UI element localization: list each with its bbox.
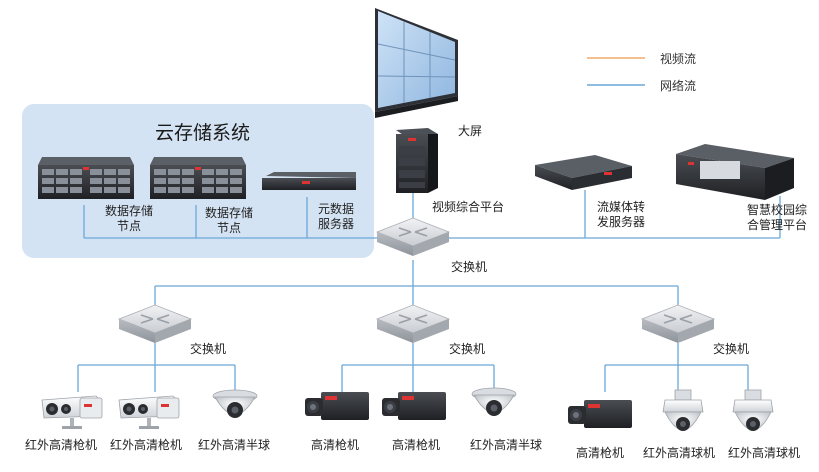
branch-1-camera-3-label: 红外高清半球: [197, 438, 270, 452]
core-switch-icon: [376, 217, 450, 257]
core-switch-label: 交换机: [451, 260, 488, 274]
branch-2-camera-2-icon: [382, 392, 446, 420]
branch-2-camera-1-label: 高清枪机: [310, 438, 359, 452]
branch-3-camera-3-label: 红外高清球机: [727, 446, 800, 460]
branch-1-camera-1-label: 红外高清枪机: [24, 438, 97, 452]
video-platform-device: [396, 128, 438, 193]
storage-node-1-device: [38, 157, 134, 199]
branch-3-switch-icon: [641, 304, 715, 344]
storage-node-1-label: 数据存储节点: [104, 204, 153, 233]
branch-2-switch-icon: [376, 304, 450, 344]
branch-3-camera-1-icon: [568, 400, 632, 428]
branch-2-camera-3-label: 红外高清半球: [469, 438, 542, 452]
streaming-server-device: [535, 155, 632, 190]
branch-3-camera-2-icon: [662, 389, 704, 432]
video-platform-label: 视频综合平台: [432, 200, 505, 214]
metadata-server-device: [262, 172, 356, 190]
branch-2-camera-1-icon: [305, 392, 369, 420]
campus-platform-device: [676, 144, 794, 200]
branch-1-switch-icon: [118, 304, 192, 344]
branch-2-camera-2-label: 高清枪机: [391, 438, 440, 452]
legend-video-label: 视频流: [660, 52, 697, 66]
storage-node-2-label: 数据存储节点: [204, 206, 253, 235]
branch-1-camera-2-label: 红外高清枪机: [109, 438, 182, 452]
cloud-storage-title: 云存储系统: [155, 122, 251, 144]
branch-2-camera-3-icon: [471, 387, 517, 417]
big-screen-video-wall: [375, 8, 458, 118]
branch-3-camera-1-label: 高清枪机: [575, 446, 624, 460]
storage-node-2-device: [150, 157, 246, 199]
branch-1-camera-3-icon: [212, 389, 258, 419]
big-screen-label: 大屏: [458, 124, 483, 138]
network-links: [77, 190, 781, 392]
campus-platform-label: 智慧校园综合管理平台: [747, 203, 808, 232]
branch-1-camera-2-icon: [118, 395, 180, 430]
streaming-server-label: 流媒体转发服务器: [597, 200, 646, 229]
branch-2-switch-label: 交换机: [449, 342, 486, 356]
branch-3-camera-3-icon: [732, 389, 774, 432]
branch-1-switch-label: 交换机: [190, 342, 227, 356]
branch-1-camera-1-icon: [41, 395, 103, 430]
branch-3-switch-label: 交换机: [713, 342, 750, 356]
branch-3-camera-2-label: 红外高清球机: [642, 446, 715, 460]
metadata-server-label: 元数据服务器: [318, 202, 355, 231]
legend-network-label: 网络流: [660, 79, 697, 93]
